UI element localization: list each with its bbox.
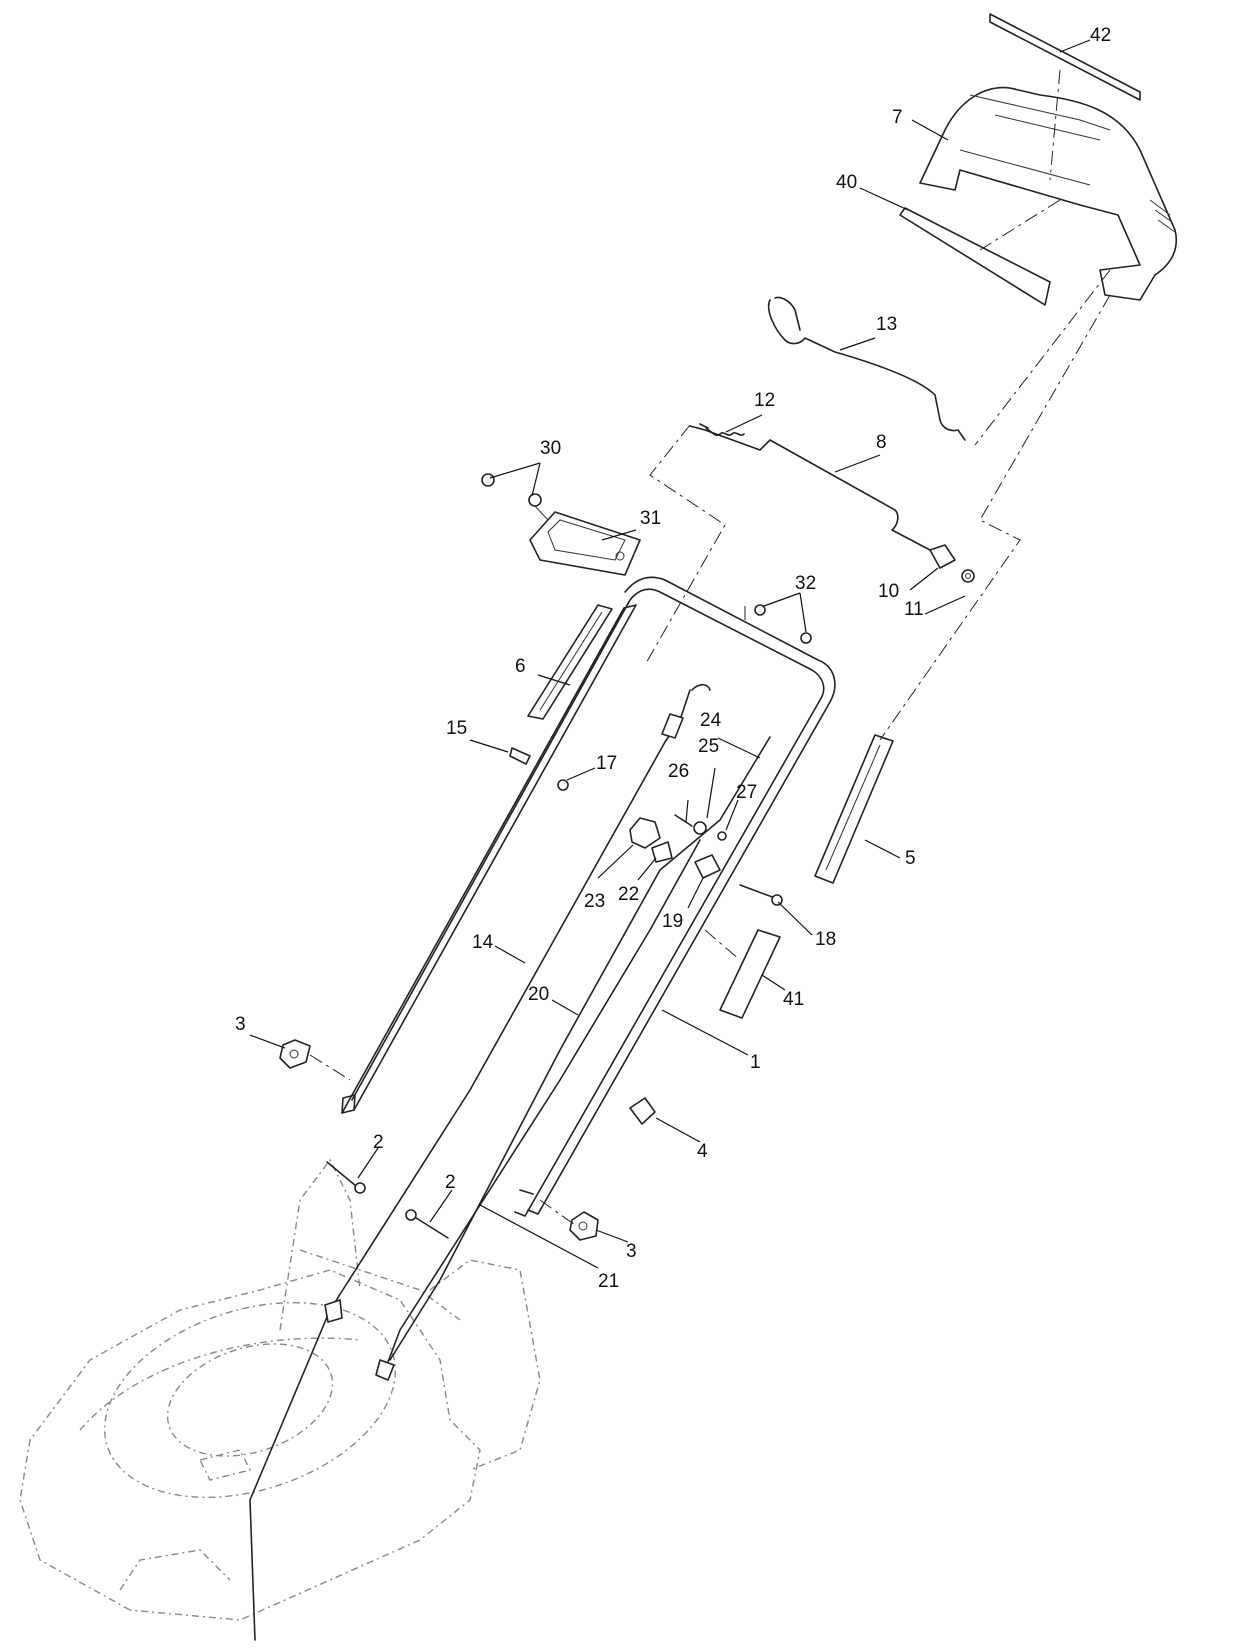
callout-21: 21 (598, 1271, 619, 1292)
lever-23 (629, 817, 661, 849)
screw-26 (674, 814, 693, 827)
callout-5: 5 (905, 848, 916, 869)
callout-25: 25 (698, 736, 719, 757)
control-cables (249, 683, 771, 1641)
knob-nut-left (279, 1039, 311, 1069)
callout-14: 14 (472, 932, 494, 953)
callout-24: 24 (700, 710, 722, 731)
callout-19: 19 (662, 911, 683, 932)
callout-11: 11 (904, 599, 924, 620)
handle-cover-right (814, 734, 894, 884)
cable-knobs (481, 473, 549, 521)
nut-17 (557, 779, 569, 791)
spacer (629, 1097, 656, 1125)
block-19 (694, 854, 721, 879)
top-handle-grip (919, 86, 1177, 301)
mower-deck-phantom (19, 1158, 541, 1621)
callout-2b: 2 (445, 1172, 456, 1193)
callout-2a: 2 (373, 1132, 384, 1153)
knob-nut-right (569, 1211, 599, 1241)
callout-32: 32 (795, 573, 816, 594)
callout-13: 13 (876, 314, 897, 335)
callout-labels: 42 7 40 13 12 8 30 31 10 11 32 6 24 25 1… (235, 25, 1111, 1292)
callout-1: 1 (750, 1052, 761, 1073)
callout-40: 40 (836, 172, 857, 193)
callout-3a: 3 (235, 1014, 246, 1035)
handle-cover-left (527, 604, 613, 720)
upper-handle (351, 576, 836, 1217)
callout-6: 6 (515, 656, 526, 677)
bolt-right (405, 1209, 449, 1239)
washer (961, 569, 975, 583)
callout-4: 4 (697, 1141, 708, 1162)
leader-lines (249, 39, 1091, 1269)
handle-bracket (529, 511, 641, 576)
callout-31: 31 (640, 508, 661, 529)
lower-handle-left (341, 604, 637, 1114)
grip-foam (899, 207, 1051, 306)
callout-15: 15 (446, 718, 467, 739)
pivot-25 (693, 821, 707, 835)
callout-8: 8 (876, 432, 887, 453)
callout-23: 23 (584, 891, 605, 912)
callout-7: 7 (892, 107, 903, 128)
callout-42: 42 (1090, 25, 1111, 46)
decal-strip (989, 13, 1141, 101)
callout-30: 30 (540, 438, 561, 459)
callout-22: 22 (618, 884, 639, 905)
assembly-phantom-lines (309, 69, 1111, 1226)
control-rod (689, 423, 931, 551)
pin-18 (739, 884, 783, 906)
callout-12: 12 (754, 390, 775, 411)
callout-18: 18 (815, 929, 836, 950)
nuts-32 (754, 604, 812, 644)
callout-41: 41 (783, 989, 804, 1010)
decal-41 (719, 929, 781, 1019)
bracket-22 (651, 841, 673, 863)
callout-3b: 3 (626, 1241, 637, 1262)
callout-10: 10 (878, 581, 899, 602)
callout-20: 20 (528, 984, 549, 1005)
nut-27 (717, 831, 727, 841)
callout-26: 26 (668, 761, 689, 782)
bushing (929, 544, 956, 569)
bolt-left (326, 1161, 366, 1194)
bail-bar (767, 296, 966, 441)
clip-15 (509, 747, 531, 765)
callout-17: 17 (596, 753, 617, 774)
callout-27: 27 (736, 782, 757, 803)
